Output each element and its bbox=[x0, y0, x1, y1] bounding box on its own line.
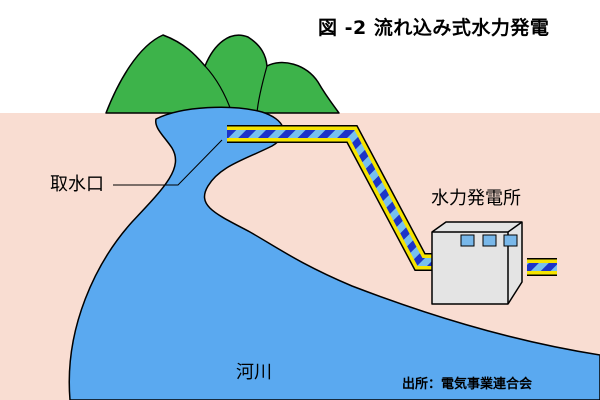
source-credit: 出所：電気事業連合会 bbox=[402, 377, 533, 392]
power-plant-label: 水力発電所 bbox=[431, 188, 521, 209]
mountains-icon bbox=[105, 34, 340, 114]
river-label: 河川 bbox=[236, 362, 272, 383]
plant-window bbox=[460, 234, 475, 247]
intake-leader-line bbox=[113, 139, 223, 186]
plant-window bbox=[503, 234, 518, 247]
diagram-title: 図 -2 流れ込み式水力発電 bbox=[318, 17, 550, 39]
intake-label: 取水口 bbox=[50, 174, 104, 195]
plant-window bbox=[482, 234, 497, 247]
power-house-icon bbox=[431, 221, 523, 305]
